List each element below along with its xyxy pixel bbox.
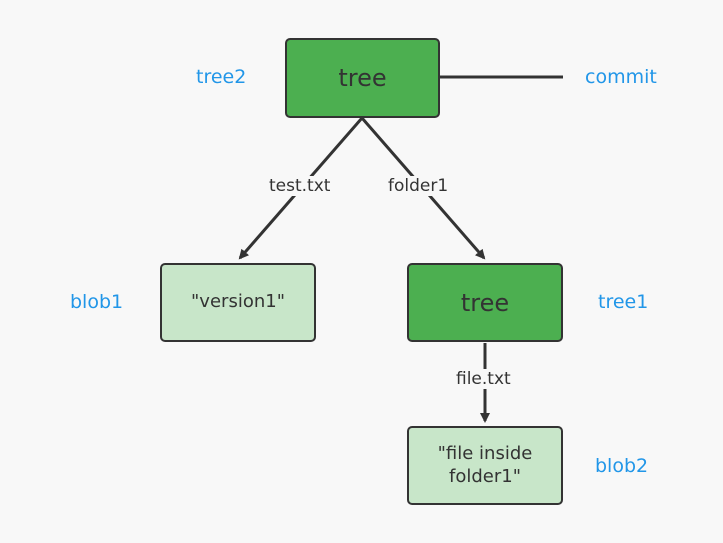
blob2-text-line2: folder1" [449, 465, 521, 487]
root-tree-text: tree [338, 64, 387, 92]
blob2-text-line1: "file inside [437, 443, 533, 464]
label-commit: commit [585, 66, 657, 88]
edge-label-test-txt: test.txt [267, 176, 333, 196]
edge-label-folder1: folder1 [386, 176, 451, 196]
label-tree1: tree1 [598, 291, 649, 313]
root-tree-node: tree [285, 38, 440, 118]
blob1-node: "version1" [160, 263, 316, 342]
blob2-node: "file inside folder1" [407, 426, 563, 505]
sub-tree-node: tree [407, 263, 563, 342]
label-blob2: blob2 [595, 455, 649, 477]
label-blob1: blob1 [70, 291, 124, 313]
label-tree2: tree2 [196, 66, 247, 88]
edge-label-file-txt: file.txt [454, 369, 513, 389]
sub-tree-text: tree [460, 288, 510, 317]
blob1-text: "version1" [191, 291, 285, 313]
